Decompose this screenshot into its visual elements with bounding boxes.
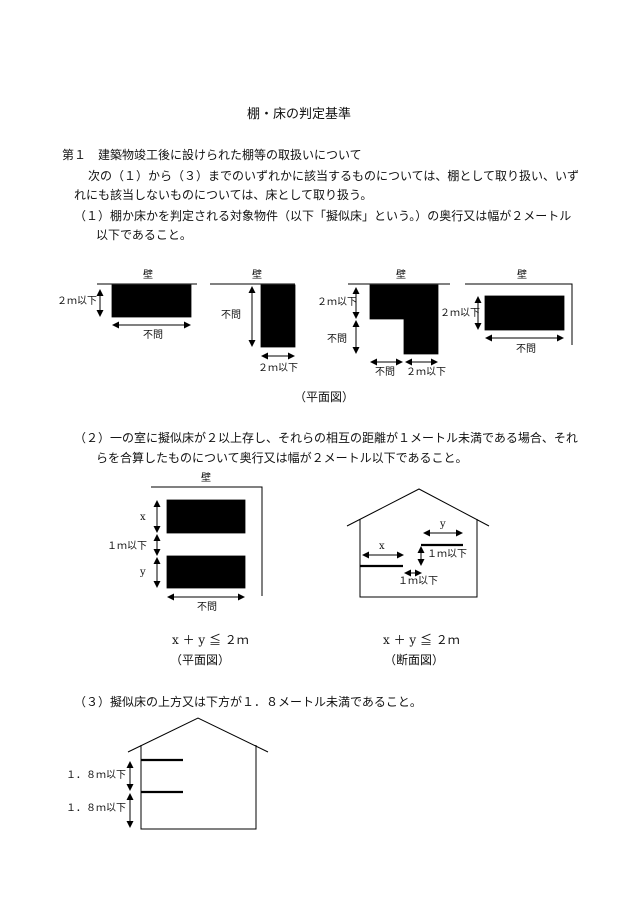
item3-section-figure [126,717,269,830]
wall-label: 壁 [396,270,406,281]
wall-label: 壁 [201,473,211,484]
dim-2m-label: ２ｍ以下 [406,367,446,378]
section-caption: （断面図） [384,653,445,667]
plan-fig-4 [465,283,573,345]
page-title: 棚・床の判定基準 [247,107,352,122]
dim-any-label: 不問 [197,602,217,613]
dim-2m-label: ２ｍ以下 [440,308,480,319]
dim-y-label: y [140,567,146,578]
wall-label: 壁 [252,270,262,281]
plan-fig-2 [210,283,296,360]
dim-any-label: 不問 [516,344,536,355]
dim-any-label: 不問 [143,330,163,341]
item3-line-1: （３）擬似床の上方又は下方が１．８メートル未満であること。 [74,695,422,709]
dim-1-8m-label: １．８ｍ以下 [66,803,126,814]
plan-caption: （平面図） [294,390,355,404]
intro-line-2: れにも該当しないものについては、床として取り扱う。 [74,188,373,202]
wall-label: 壁 [517,270,527,281]
item1-line-2: 以下であること。 [96,228,192,242]
plan-caption: （平面図） [170,653,231,667]
dim-1m-label: １ｍ以下 [107,541,147,552]
formula-section: x ＋ y ≦ ２ｍ [383,633,460,647]
dim-2m-label: ２ｍ以下 [57,296,97,307]
plan-fig-3 [348,283,450,366]
plan-fig-1 [96,283,197,329]
item2-line-1: （２）一の室に擬似床が２以上存し、それらの相互の距離が１メートル未満である場合、… [74,431,578,445]
item1-line-1: （１）棚か床かを判定される対象物件（以下「擬似床」という。）の奥行又は幅が２メー… [74,209,572,223]
dim-1m-label: １ｍ以下 [427,549,467,560]
dim-any-label: 不問 [221,310,241,321]
dim-any-label: 不問 [327,334,347,345]
section-heading: 第１ 建築物竣工後に設けられた棚等の取扱いについて [62,148,362,162]
intro-line-1: 次の（１）から（３）までのいずれかに該当するものについては、棚として取り扱い、い… [88,169,580,183]
dim-2m-label: ２ｍ以下 [258,363,298,374]
dim-2m-label: ２ｍ以下 [317,297,357,308]
formula-plan: x ＋ y ≦ ２ｍ [172,633,249,647]
dim-y-label: y [440,519,446,530]
dim-1-8m-label: １．８ｍ以下 [66,770,126,781]
dim-x-label: x [140,512,146,523]
dim-x-label: x [379,541,385,552]
dim-1m-label: １ｍ以下 [398,576,438,587]
item2-line-2: らを合算したものについて奥行又は幅が２メートル以下であること。 [96,451,468,465]
wall-label: 壁 [143,270,153,281]
item2-plan-figure [151,486,263,601]
dim-any-label: 不問 [375,367,395,378]
item2-section-figure [346,488,490,598]
